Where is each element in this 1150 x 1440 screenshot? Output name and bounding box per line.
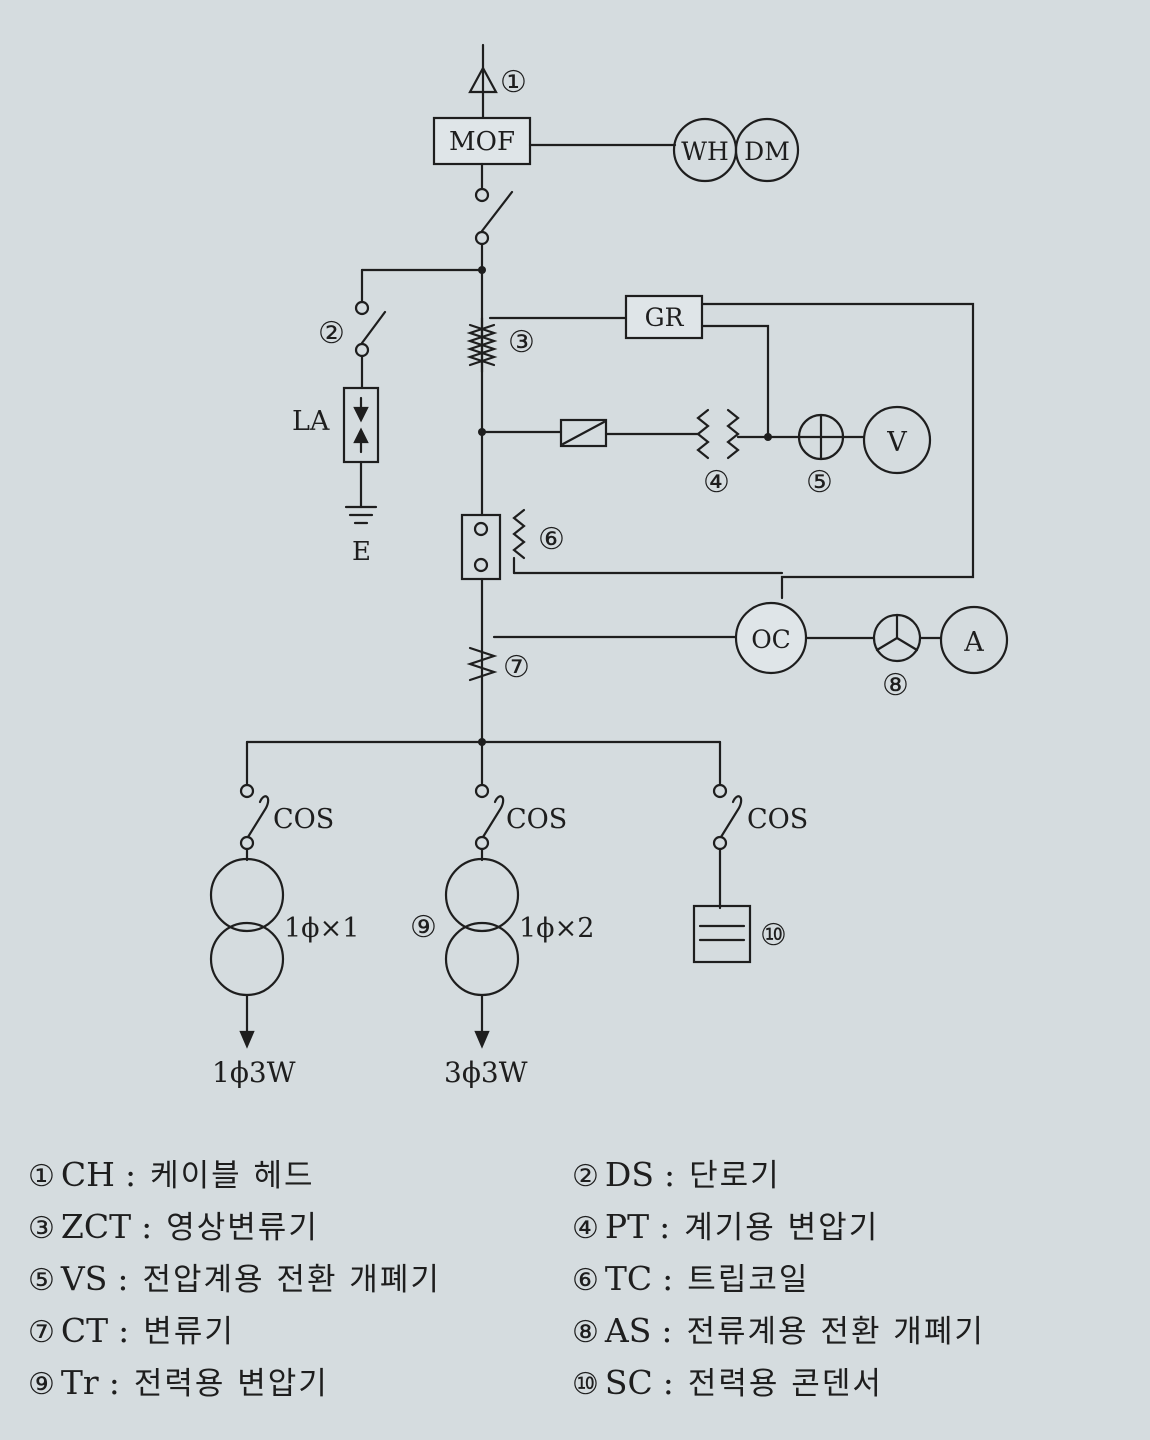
- transformer-2: [444, 857, 520, 1049]
- ammeter: [939, 605, 1009, 675]
- label-n5: ⑤: [806, 465, 833, 500]
- main-disconnect-switch: [474, 162, 514, 272]
- legend-code: SC: [604, 1363, 653, 1402]
- legend-num: ③: [28, 1211, 55, 1246]
- cos1-label: COS: [273, 804, 334, 835]
- demand-meter: [734, 117, 800, 183]
- power-capacitor: [692, 904, 752, 964]
- cos-switch-2: [474, 740, 505, 862]
- legend-code: PT: [604, 1207, 650, 1246]
- out1-label: 1ϕ3W: [212, 1056, 296, 1089]
- tr1-rating: 1ϕ×1: [284, 913, 359, 944]
- label-n3: ③: [508, 325, 535, 360]
- legend-code: CH: [60, 1155, 115, 1194]
- legend-desc: 영상변류기: [166, 1210, 319, 1246]
- legend-num: ⑦: [28, 1315, 55, 1350]
- circuit-breaker: [460, 513, 502, 581]
- voltmeter-switch: [797, 413, 845, 461]
- earth-symbol: [344, 505, 378, 525]
- current-transformer: [466, 646, 498, 682]
- gr-label: GR: [645, 303, 685, 332]
- mof-box: [432, 116, 532, 166]
- legend-num: ②: [572, 1159, 599, 1194]
- label-n6: ⑥: [538, 522, 565, 557]
- label-n9: ⑨: [410, 910, 437, 945]
- legend-code: TC: [604, 1259, 653, 1298]
- gr-relay-box: [624, 294, 704, 340]
- label-n7: ⑦: [503, 650, 530, 685]
- gr-to-pt-line: [700, 324, 770, 439]
- label-n8: ⑧: [882, 668, 909, 703]
- cos3-label: COS: [747, 804, 808, 835]
- tr2-rating: 1ϕ×2: [519, 913, 594, 944]
- dm-label: DM: [744, 137, 790, 166]
- legend-code: VS: [60, 1259, 108, 1298]
- legend-code: CT: [60, 1311, 109, 1350]
- voltmeter: [862, 405, 932, 475]
- cos2-label: COS: [506, 804, 567, 835]
- label-n4: ④: [703, 465, 730, 500]
- la-label: LA: [292, 406, 330, 437]
- wh-label: WH: [681, 137, 729, 166]
- cable-head-symbol: [468, 43, 498, 120]
- legend-desc: 전력용 콘덴서: [687, 1366, 883, 1402]
- mof-label: MOF: [449, 127, 515, 157]
- earth-label: E: [352, 537, 371, 567]
- legend-desc: 전압계용 전환 개폐기: [142, 1262, 441, 1298]
- label-n1: ①: [500, 65, 527, 100]
- legend-num: ⑩: [572, 1367, 599, 1402]
- gr-to-oc-line: [700, 302, 975, 600]
- legend-desc: 변류기: [143, 1314, 235, 1350]
- legend-num: ④: [572, 1211, 599, 1246]
- legend-desc: 계기용 변압기: [684, 1210, 880, 1246]
- legend-code: ZCT: [60, 1207, 132, 1246]
- ammeter-switch: [872, 613, 922, 663]
- out2-label: 3ϕ3W: [444, 1056, 528, 1089]
- potential-transformer: [696, 408, 740, 460]
- cos-switch-1: [239, 740, 270, 862]
- legend-num: ①: [28, 1159, 55, 1194]
- legend-desc: 케이블 헤드: [150, 1158, 315, 1194]
- legend-code: AS: [604, 1311, 652, 1350]
- zct-symbol: [466, 316, 498, 374]
- oc-label: OC: [751, 625, 791, 654]
- disconnector-ds: [354, 300, 387, 390]
- pt-fuse: [559, 418, 608, 448]
- legend-num: ⑧: [572, 1315, 599, 1350]
- voltmeter-label: V: [886, 427, 907, 458]
- ammeter-label: A: [963, 627, 984, 658]
- legend-num: ⑤: [28, 1263, 55, 1298]
- legend-num: ⑨: [28, 1367, 55, 1402]
- cos-switch-3: [712, 740, 743, 910]
- lightning-arrester: [342, 386, 380, 509]
- legend-code: Tr: [60, 1363, 99, 1402]
- label-n2: ②: [318, 316, 345, 351]
- legend-desc: 전력용 변압기: [133, 1366, 329, 1402]
- legend-desc: 단로기: [689, 1158, 781, 1194]
- trip-coil: [512, 508, 784, 575]
- legend-code: DS: [604, 1155, 654, 1194]
- legend-desc: 전류계용 전환 개폐기: [686, 1314, 985, 1350]
- legend-num: ⑥: [572, 1263, 599, 1298]
- legend-desc: 트립코일: [687, 1262, 810, 1298]
- pt-output-junction: [764, 433, 772, 441]
- transformer-1: [209, 857, 285, 1049]
- label-n10: ⑩: [760, 918, 787, 953]
